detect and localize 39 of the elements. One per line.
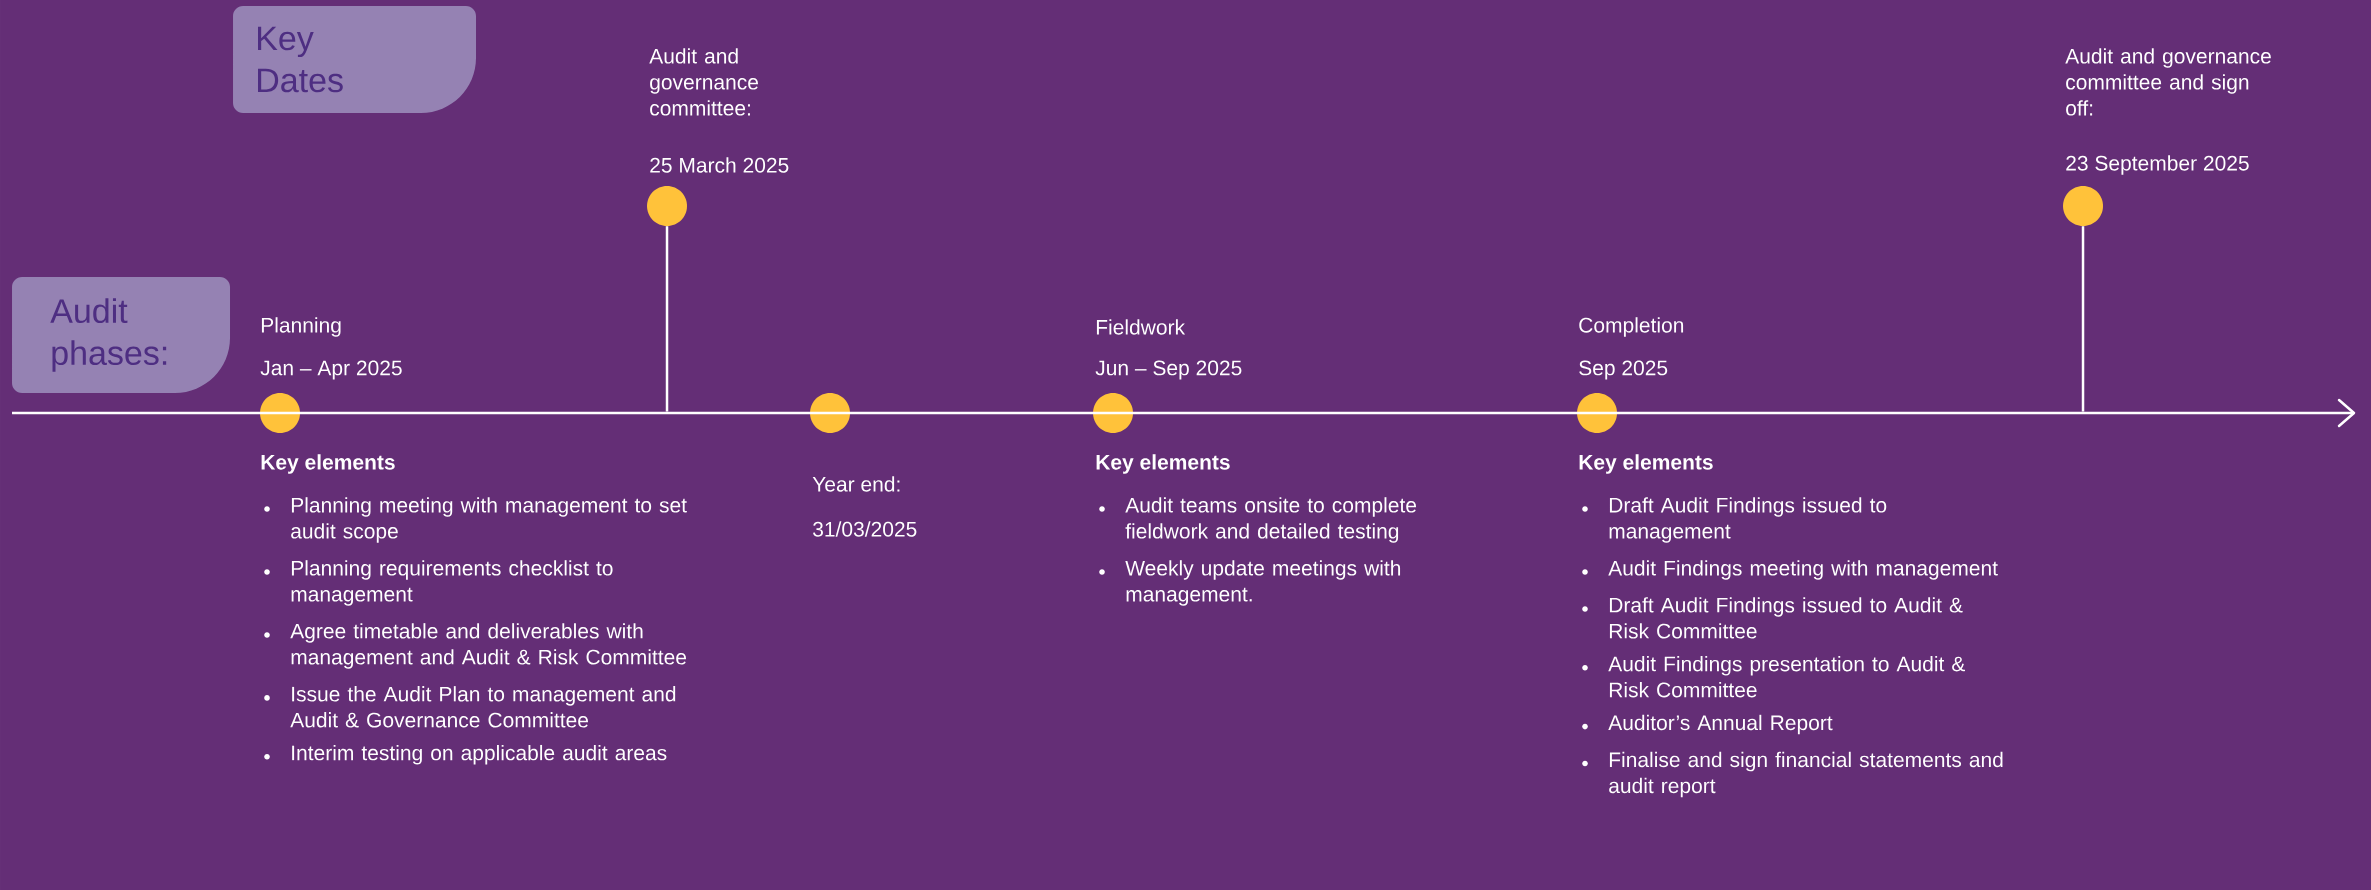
date-label: 23 September 2025 [2066, 155, 2249, 175]
date-label: Year end: [812, 476, 900, 492]
date-label: Audit and governance committee and sign off: [2065, 48, 2271, 116]
phase-label: Planning [261, 317, 341, 337]
phase-label: Jan – Apr 2025 [260, 360, 402, 380]
bullet-item: Planning meeting with management to set audit scope [264, 497, 687, 543]
date-label: 31/03/2025 [813, 521, 917, 537]
date-label: Audit and governance committee: [649, 48, 758, 116]
timeline-stem [665, 226, 669, 412]
bullet-item: Planning requirements checklist to management [264, 560, 613, 606]
bullet-item: Auditor’s Annual Report [1582, 714, 1833, 735]
bullet-item: Audit teams onsite to complete fieldwork and detailed testing [1099, 497, 1417, 543]
bullet-item: Agree timetable and deliverables with management and Audit & Risk Committee [264, 623, 687, 669]
phase-label: Completion [1579, 317, 1684, 337]
timeline-arrow [12, 398, 2356, 428]
phase-label: Sep 2025 [1579, 360, 1668, 380]
section-heading: Key elements [1096, 454, 1230, 474]
bullet-item: Audit Findings presentation to Audit & Risk Committee [1582, 655, 1966, 698]
section-heading: Key elements [1579, 454, 1713, 474]
bullet-item: Draft Audit Findings issued to management [1582, 497, 1887, 543]
milestone-dot [1093, 393, 1133, 433]
milestone-dot [647, 186, 687, 226]
bullet-item: Audit Findings meeting with management [1582, 560, 1998, 580]
bullet-item: Finalise and sign financial statements and audit report [1582, 751, 2003, 798]
label-box: Key Dates [233, 6, 476, 113]
bullet-item: Weekly update meetings with management. [1099, 560, 1401, 606]
bullet-item: Issue the Audit Plan to management and Audit & Governance Committee [264, 686, 676, 728]
milestone-dot [810, 393, 850, 433]
section-heading: Key elements [261, 454, 395, 474]
milestone-dot [2063, 186, 2103, 226]
bullet-item: Draft Audit Findings issued to Audit & Risk Committee [1582, 597, 1963, 639]
phase-label: Fieldwork [1096, 319, 1186, 335]
bullet-item: Interim testing on applicable audit areas [264, 744, 667, 765]
date-label: 25 March 2025 [650, 157, 789, 173]
milestone-dot [1577, 393, 1617, 433]
phase-label: Jun – Sep 2025 [1095, 360, 1242, 380]
timeline-stem [2081, 226, 2085, 412]
label-box: Audit phases: [12, 277, 230, 393]
milestone-dot [260, 393, 300, 433]
